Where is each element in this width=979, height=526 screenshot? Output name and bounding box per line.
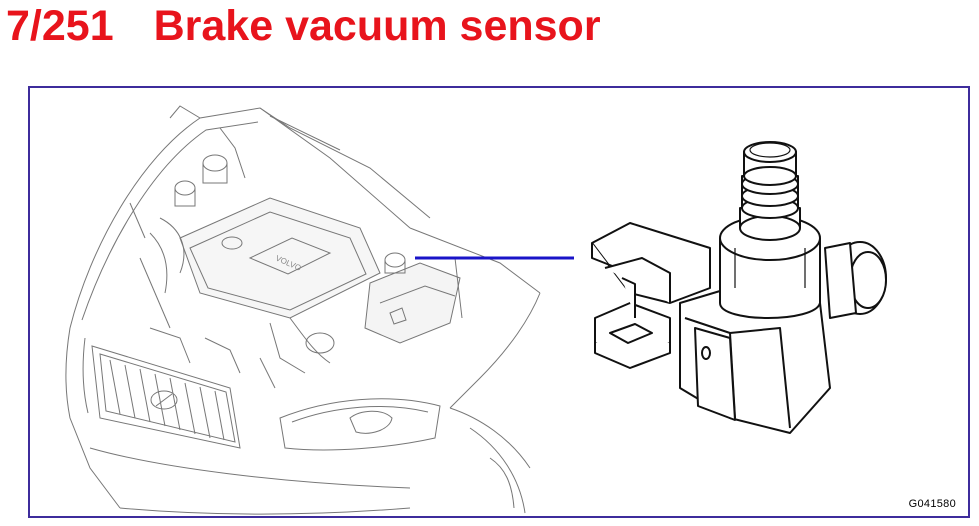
illustration-frame: VOLVO xyxy=(28,86,970,518)
car-engine-bay-icon: VOLVO xyxy=(65,105,541,515)
figure-code: G041580 xyxy=(908,498,956,510)
page-title: 7/251 Brake vacuum sensor xyxy=(6,0,601,52)
section-title: Brake vacuum sensor xyxy=(153,2,601,50)
section-number: 7/251 xyxy=(6,2,114,50)
brake-vacuum-sensor-icon xyxy=(591,141,887,434)
illustration: VOLVO xyxy=(65,105,887,515)
